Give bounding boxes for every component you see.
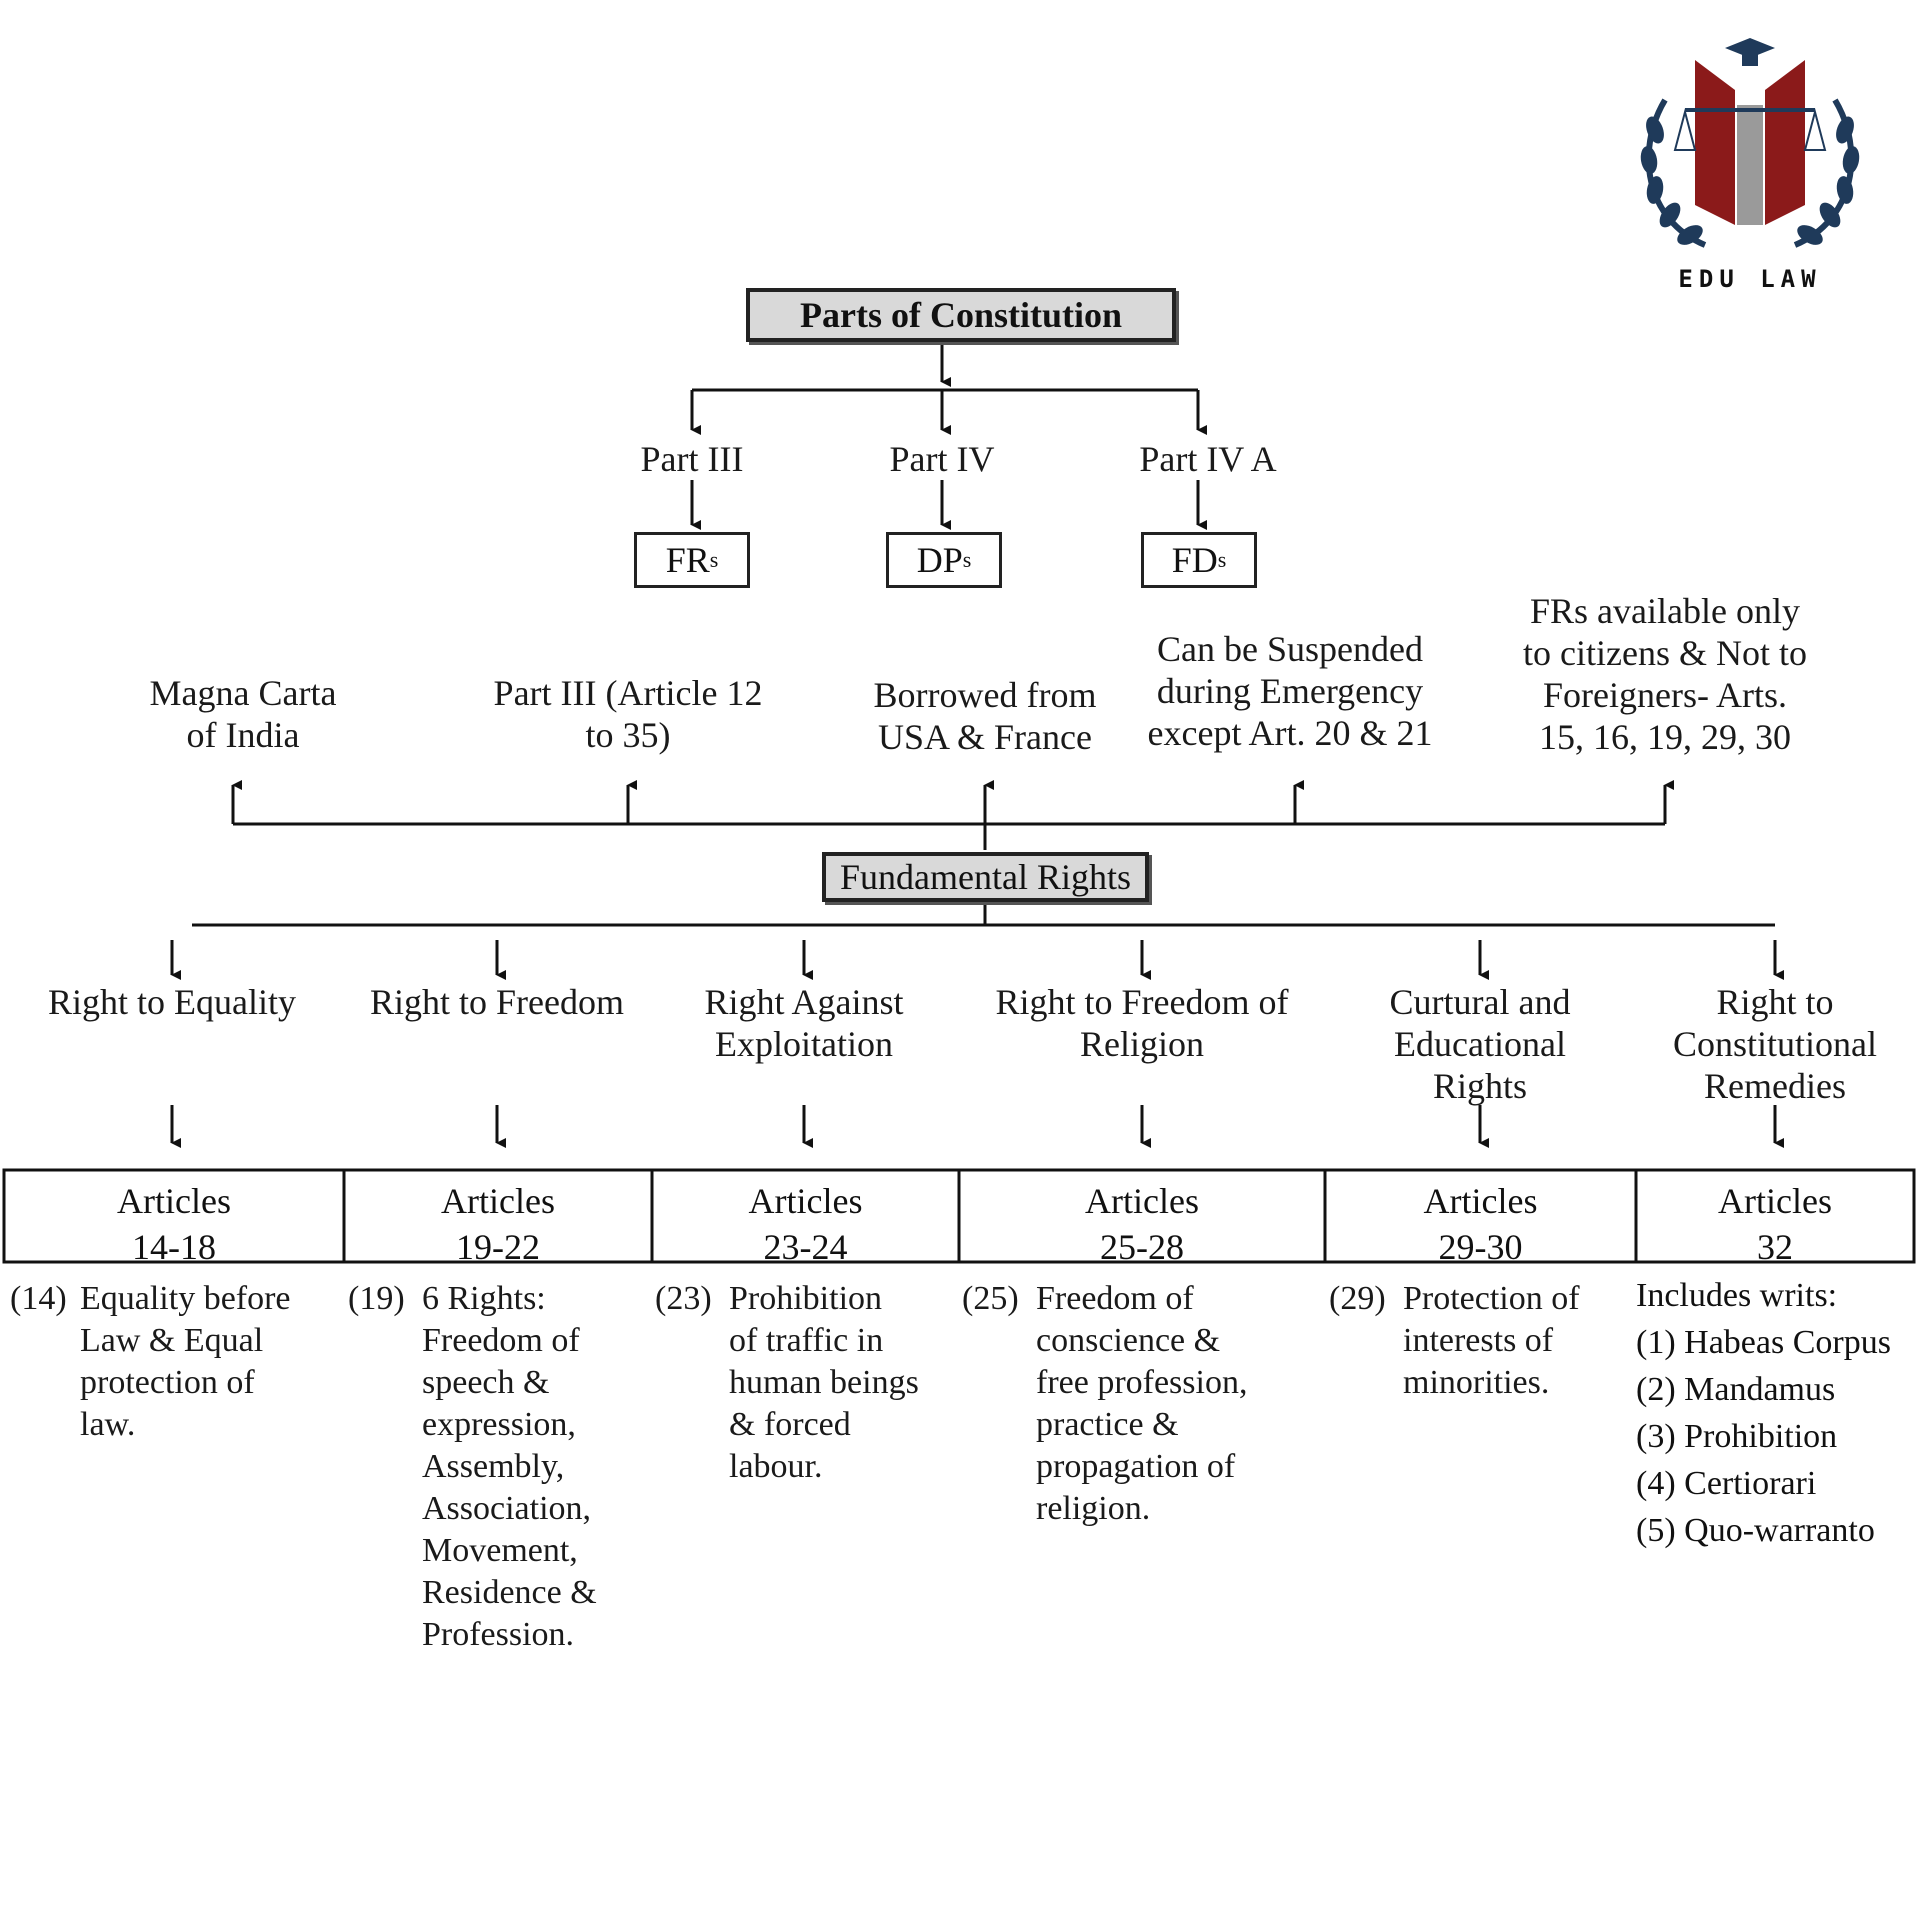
articles-label: Articles: [1423, 1181, 1538, 1221]
feature-magna-carta: Magna Carta of India: [149, 673, 337, 755]
writ-item: (3) Prohibition: [1636, 1418, 1838, 1455]
dps-text: DP: [916, 540, 963, 580]
articles-cell-2: Articles 23-24: [652, 1170, 959, 1270]
parts-of-constitution-title: Parts of Constitution: [800, 295, 1122, 335]
logo-wordmark: EDU LAW: [1678, 265, 1822, 293]
desc-text: 6 Rights: Freedom of speech & expression…: [422, 1280, 597, 1653]
articles-label: Articles: [1718, 1181, 1832, 1221]
desc-article-number: (23): [655, 1280, 712, 1317]
desc-freedom: (19) 6 Rights: Freedom of speech & expre…: [348, 1278, 648, 1678]
articles-range: 32: [1757, 1227, 1793, 1267]
edu-law-logo: [1640, 38, 1860, 248]
articles-cell-3: Articles 25-28: [959, 1170, 1325, 1270]
articles-label: Articles: [117, 1181, 231, 1221]
desc-article-number: (25): [962, 1280, 1019, 1317]
articles-label: Articles: [441, 1181, 555, 1221]
right-name-remedies: Right to Constitutional Remedies: [1672, 982, 1877, 1106]
desc-text: Prohibition of traffic in human beings &…: [729, 1280, 919, 1485]
desc-article-number: (29): [1329, 1280, 1386, 1317]
writ-item: (4) Certiorari: [1636, 1465, 1817, 1502]
articles-range: 23-24: [763, 1227, 848, 1267]
writ-item: (5) Quo-warranto: [1636, 1512, 1875, 1549]
articles-range: 25-28: [1100, 1227, 1184, 1267]
desc-exploitation: (23) Prohibition of traffic in human bei…: [655, 1278, 955, 1508]
writs-intro: Includes writs:: [1636, 1277, 1838, 1314]
frs-subscript: s: [709, 547, 719, 572]
writs-list: Includes writs: (1) Habeas Corpus (2) Ma…: [1636, 1272, 1918, 1554]
frs-text: FR: [665, 540, 710, 580]
right-name-freedom: Right to Freedom: [370, 982, 624, 1022]
desc-equality: (14) Equality before Law & Equal protect…: [10, 1278, 340, 1478]
part-label-0: Part III: [640, 439, 744, 479]
right-name-religion: Right to Freedom of Religion: [995, 982, 1289, 1064]
desc-text: Freedom of conscience & free profession,…: [1036, 1280, 1248, 1527]
fundamental-rights-box: Fundamental Rights: [822, 852, 1149, 902]
desc-cultural: (29) Protection of interests of minoriti…: [1329, 1278, 1634, 1418]
fundamental-rights-title: Fundamental Rights: [840, 857, 1131, 897]
feature-borrowed: Borrowed from USA & France: [873, 675, 1097, 757]
articles-label: Articles: [1085, 1181, 1199, 1221]
part-label-2: Part IV A: [1139, 439, 1277, 479]
articles-range: 29-30: [1438, 1227, 1523, 1267]
desc-religion: (25) Freedom of conscience & free profes…: [962, 1278, 1322, 1548]
part-label-1: Part IV: [889, 439, 995, 479]
desc-article-number: (19): [348, 1280, 405, 1317]
writ-item: (2) Mandamus: [1636, 1371, 1836, 1408]
desc-text: Equality before Law & Equal protection o…: [80, 1280, 291, 1443]
feature-suspended: Can be Suspended during Emergency except…: [1147, 629, 1433, 753]
desc-text: Protection of interests of minorities.: [1403, 1280, 1580, 1401]
dps-subscript: s: [962, 547, 972, 572]
desc-article-number: (14): [10, 1280, 67, 1317]
fds-text: FD: [1171, 540, 1218, 580]
articles-cell-4: Articles 29-30: [1325, 1170, 1636, 1270]
articles-cell-0: Articles 14-18: [4, 1170, 344, 1270]
feature-citizens-only: FRs available only to citizens & Not to …: [1523, 591, 1807, 757]
articles-cell-1: Articles 19-22: [344, 1170, 652, 1270]
writ-item: (1) Habeas Corpus: [1636, 1324, 1891, 1361]
right-name-exploitation: Right Against Exploitation: [704, 982, 904, 1064]
articles-range: 19-22: [456, 1227, 540, 1267]
feature-part-three: Part III (Article 12 to 35): [493, 673, 763, 755]
articles-label: Articles: [748, 1181, 863, 1221]
fds-subscript: s: [1217, 547, 1227, 572]
articles-cell-5: Articles 32: [1636, 1170, 1914, 1270]
articles-range: 14-18: [132, 1227, 216, 1267]
parts-of-constitution-box: Parts of Constitution: [746, 288, 1176, 342]
right-name-cultural: Curtural and Educational Rights: [1389, 982, 1571, 1106]
right-name-equality: Right to Equality: [48, 982, 296, 1022]
